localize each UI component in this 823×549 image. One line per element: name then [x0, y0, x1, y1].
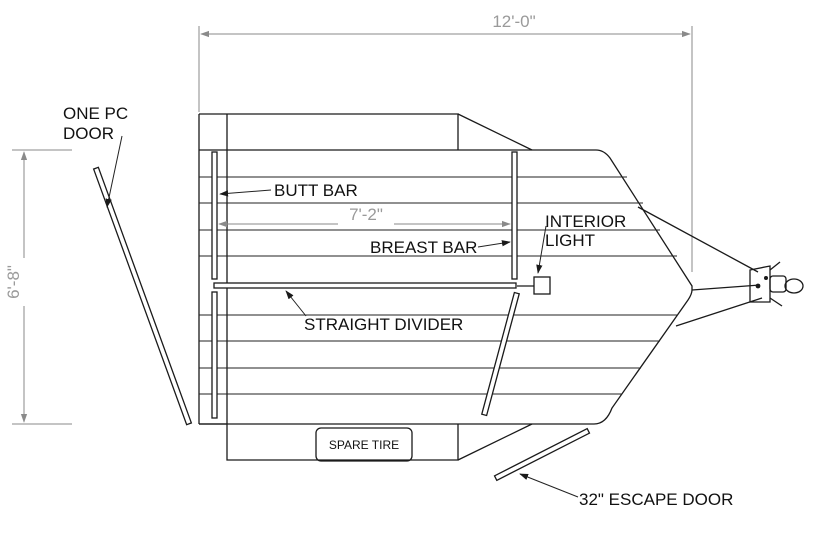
- interior-light-label-line2: LIGHT: [545, 231, 595, 250]
- one-pc-door: [92, 166, 193, 426]
- width-dimension: 6'-8": [4, 149, 72, 425]
- stall-length-dimension: 7'-2": [218, 205, 511, 228]
- floor-boards: [199, 176, 678, 395]
- hitch-tongue: [457, 113, 763, 461]
- breast-bar-callout: BREAST BAR: [370, 238, 511, 257]
- width-dimension-label: 6'-8": [4, 265, 23, 299]
- interior-light: [517, 276, 551, 295]
- breast-bar-label: BREAST BAR: [370, 238, 477, 257]
- breast-bar: [511, 151, 518, 280]
- escape-door-label: 32" ESCAPE DOOR: [579, 490, 733, 509]
- interior-light-callout: INTERIOR LIGHT: [536, 212, 631, 274]
- stall-length-dimension-label: 7'-2": [349, 205, 383, 224]
- one-pc-door-label-line1: ONE PC: [63, 104, 128, 123]
- one-pc-door-label: ONE PC DOOR: [63, 104, 133, 143]
- straight-divider-label: STRAIGHT DIVIDER: [304, 315, 463, 334]
- escape-door: [493, 427, 591, 482]
- hitch-coupler: [749, 261, 804, 307]
- straight-divider: [213, 282, 521, 417]
- one-pc-door-callout: ONE PC DOOR: [63, 104, 133, 208]
- butt-bar-callout: BUTT BAR: [219, 181, 358, 200]
- length-dimension: 12'-0": [198, 10, 693, 272]
- length-dimension-label: 12'-0": [492, 12, 535, 31]
- butt-bars: [211, 151, 218, 419]
- interior-light-label-line1: INTERIOR: [545, 212, 626, 231]
- interior-light-label: INTERIOR LIGHT: [545, 212, 631, 250]
- spare-tire: SPARE TIRE: [315, 427, 413, 462]
- escape-door-callout: 32" ESCAPE DOOR: [519, 473, 733, 509]
- one-pc-door-label-line2: DOOR: [63, 124, 114, 143]
- spare-tire-label: SPARE TIRE: [329, 438, 399, 452]
- butt-bar-label: BUTT BAR: [274, 181, 358, 200]
- straight-divider-callout: STRAIGHT DIVIDER: [285, 290, 463, 334]
